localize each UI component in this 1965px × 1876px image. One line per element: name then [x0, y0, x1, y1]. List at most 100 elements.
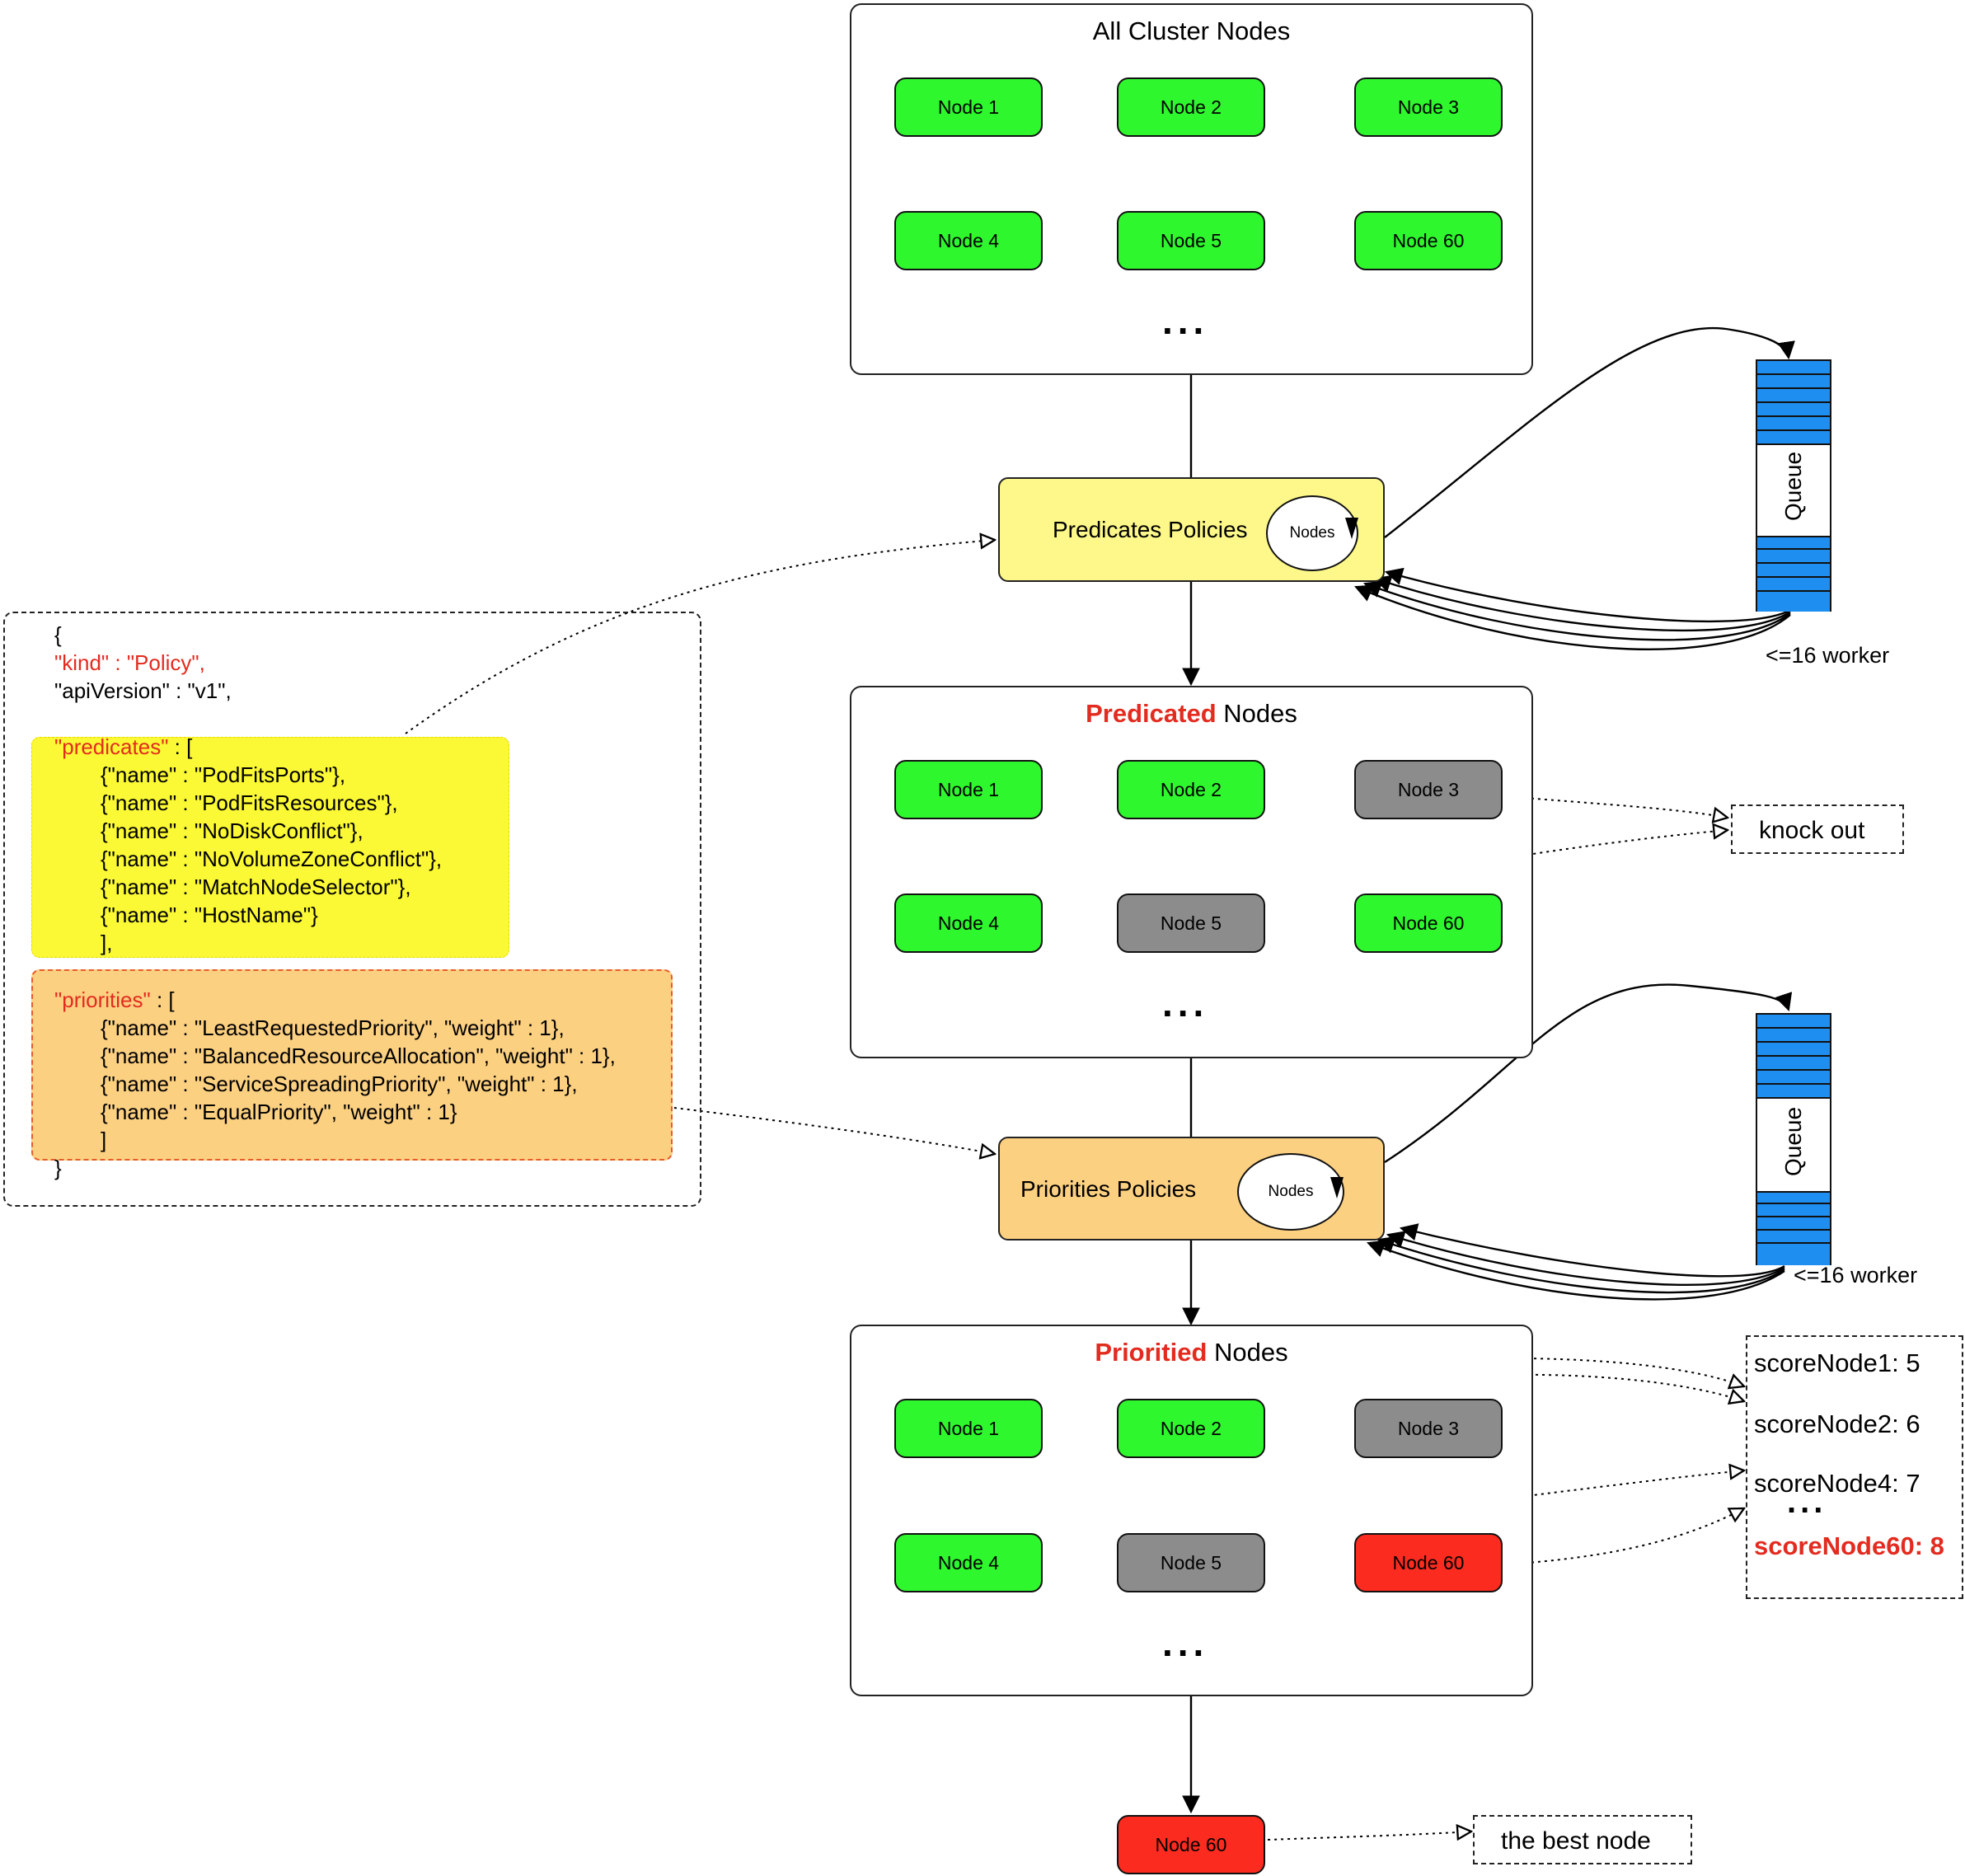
nodes-loop-icon: Nodes	[1237, 1153, 1344, 1231]
node-label: Node 60	[1392, 1551, 1465, 1573]
queue-2-label: Queue	[1780, 1106, 1806, 1176]
queue-2-workers-label: <=16 worker	[1794, 1263, 1918, 1287]
queue-1-label: Queue	[1780, 451, 1806, 521]
node-label: Node 3	[1397, 96, 1460, 118]
node-label: Node 3	[1397, 1417, 1460, 1439]
json-predicate-item: {"name" : "NoVolumeZoneConflict"},	[101, 847, 443, 871]
title-highlight: Prioritied	[1095, 1338, 1208, 1367]
more-nodes-ellipsis: ...	[1162, 299, 1209, 342]
queue1-worker-arrow-1	[1384, 567, 1791, 623]
node-3[interactable]: Node 3	[1354, 77, 1503, 137]
json-kind: "kind" : "Policy",	[54, 650, 205, 675]
panel-prioritied-nodes: Prioritied Nodes	[850, 1325, 1533, 1696]
node-2[interactable]: Node 2	[1117, 1399, 1265, 1458]
queue2-worker-arrow-2	[1386, 1231, 1785, 1287]
json-predicate-item: {"name" : "NoDiskConflict"},	[101, 818, 363, 843]
queue2-worker-arrow-3	[1376, 1236, 1785, 1294]
node-4[interactable]: Node 4	[894, 893, 1043, 953]
node-4[interactable]: Node 4	[894, 211, 1043, 270]
panel-title: All Cluster Nodes	[1092, 16, 1291, 45]
queue-1: Queue	[1756, 359, 1831, 612]
best-node-label-box: the best node	[1473, 1815, 1692, 1864]
more-nodes-ellipsis: ...	[1162, 1621, 1209, 1664]
score-node2: scoreNode2: 6	[1754, 1409, 1920, 1438]
node-label: Node 3	[1397, 778, 1460, 800]
json-priority-item: {"name" : "EqualPriority", "weight" : 1}	[101, 1100, 457, 1124]
queue-1-workers-label: <=16 worker	[1766, 643, 1890, 668]
node-3-knocked-out[interactable]: Node 3	[1354, 1399, 1503, 1458]
json-predicates-close: ],	[101, 931, 113, 955]
json-priorities-highlight	[31, 969, 673, 1161]
queue1-worker-arrow-2	[1372, 575, 1791, 632]
node-label: Node 2	[1160, 96, 1222, 118]
queue2-worker-arrow-4	[1366, 1240, 1785, 1301]
json-predicates-key-line: "predicates" : [	[54, 733, 192, 761]
json-open-brace: {	[54, 622, 62, 647]
knock-out-label: knock out	[1759, 817, 1865, 844]
node-label: Node 2	[1160, 1417, 1222, 1439]
json-priorities-key: "priorities"	[54, 987, 151, 1012]
node-label: Node 5	[1160, 229, 1222, 251]
priorities-policies-label: Priorities Policies	[1020, 1176, 1197, 1202]
loop-arrow-icon	[1330, 1177, 1344, 1198]
json-predicates-open: : [	[168, 734, 193, 759]
score-node1: scoreNode1: 5	[1754, 1348, 1920, 1377]
knock-out-label-box: knock out	[1731, 804, 1904, 854]
json-predicate-item: {"name" : "PodFitsResources"},	[101, 790, 398, 815]
node-2[interactable]: Node 2	[1117, 77, 1265, 137]
nodes-loop-icon: Nodes	[1266, 495, 1358, 571]
title-rest: Nodes	[1216, 699, 1297, 728]
node-60[interactable]: Node 60	[1354, 211, 1503, 270]
node-5[interactable]: Node 5	[1117, 211, 1265, 270]
node-5-knocked-out[interactable]: Node 5	[1117, 893, 1265, 953]
node-label: Node 60	[1392, 229, 1465, 251]
queue1-worker-arrow-4	[1354, 584, 1791, 650]
json-priority-item: {"name" : "BalancedResourceAllocation", …	[101, 1044, 616, 1068]
panel-all-cluster-nodes: All Cluster Nodes	[850, 3, 1533, 375]
node-3-knocked-out[interactable]: Node 3	[1354, 760, 1503, 819]
dotted-best-node-to-label	[1267, 1831, 1471, 1840]
node-label: Node 4	[937, 229, 1000, 251]
predicates-policies-box[interactable]: Predicates Policies Nodes	[998, 477, 1385, 582]
node-1[interactable]: Node 1	[894, 760, 1043, 819]
best-node-60[interactable]: Node 60	[1117, 1815, 1265, 1874]
predicates-policies-label: Predicates Policies	[1053, 517, 1248, 542]
node-label: Node 60	[1155, 1833, 1227, 1855]
node-label: Node 5	[1160, 1551, 1222, 1573]
score-node4: scoreNode4: 7	[1754, 1469, 1920, 1498]
policy-json-container	[3, 612, 701, 1207]
queue1-worker-arrow-3	[1362, 580, 1791, 641]
node-1[interactable]: Node 1	[894, 1399, 1043, 1458]
node-label: Node 2	[1160, 778, 1222, 800]
priorities-policies-box[interactable]: Priorities Policies Nodes	[998, 1137, 1385, 1241]
node-label: Node 4	[937, 1551, 1000, 1573]
node-label: Node 1	[937, 778, 1000, 800]
node-1[interactable]: Node 1	[894, 77, 1043, 137]
dotted-json-priorities-to-policy	[673, 1107, 995, 1154]
node-5-knocked-out[interactable]: Node 5	[1117, 1533, 1265, 1592]
json-predicate-item: {"name" : "HostName"}	[101, 903, 318, 927]
more-nodes-ellipsis: ...	[1162, 982, 1209, 1025]
json-priorities-key-line: "priorities" : [	[54, 986, 175, 1014]
panel-predicated-nodes: Predicated Nodes	[850, 686, 1533, 1058]
node-60[interactable]: Node 60	[1354, 893, 1503, 953]
panel-title: Prioritied Nodes	[851, 1338, 1531, 1367]
node-60-top-score[interactable]: Node 60	[1354, 1533, 1503, 1592]
loop-arrow-icon	[1345, 518, 1358, 539]
node-2[interactable]: Node 2	[1117, 760, 1265, 819]
dotted-node60-to-score60	[1504, 1508, 1744, 1565]
json-priorities-open: : [	[150, 987, 175, 1012]
json-predicates-highlight	[31, 737, 509, 958]
node-4[interactable]: Node 4	[894, 1533, 1043, 1592]
node-label: Node 1	[937, 96, 1000, 118]
json-predicate-item: {"name" : "PodFitsPorts"},	[101, 762, 346, 787]
loop-label: Nodes	[1289, 524, 1335, 542]
node-label: Node 60	[1392, 912, 1465, 934]
loop-label: Nodes	[1268, 1183, 1314, 1200]
best-node-label: the best node	[1501, 1827, 1651, 1855]
json-priorities-close: ]	[101, 1128, 107, 1152]
node-label: Node 1	[937, 1417, 1000, 1439]
node-label: Node 4	[937, 912, 1000, 934]
json-close-brace: }	[54, 1156, 62, 1180]
dotted-node3-to-knockout	[1504, 795, 1728, 818]
